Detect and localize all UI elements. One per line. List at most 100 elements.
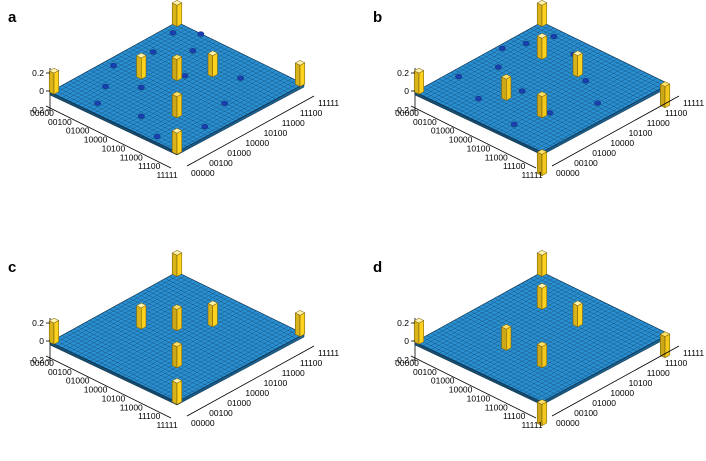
col-tick-label: 11000 — [282, 118, 305, 128]
row-tick-label: 00000 — [30, 108, 54, 118]
col-tick-label: 11111 — [318, 98, 339, 108]
grid-line-row — [430, 83, 558, 146]
grid-line-col — [522, 74, 650, 145]
grid-line-row — [470, 311, 598, 374]
grid-line-col — [113, 52, 241, 124]
grid-line-col — [133, 312, 261, 383]
grid-line-col — [506, 66, 634, 137]
bar — [413, 317, 425, 345]
bar-face-left — [207, 302, 213, 328]
bar-top — [135, 52, 147, 59]
row-tick-label: 00000 — [395, 358, 419, 368]
grid-line-col — [145, 318, 273, 389]
bar-cap — [536, 399, 548, 405]
grid-line-row — [414, 341, 543, 405]
grid-line-row — [109, 309, 237, 372]
bar — [500, 324, 512, 351]
bar-face-right — [176, 93, 183, 119]
row-tick-label: 11111 — [521, 420, 542, 430]
bar-top — [536, 33, 548, 39]
grid-line-col — [502, 314, 630, 385]
bar — [294, 60, 306, 88]
bar-face-right — [541, 93, 548, 119]
bar-top — [572, 300, 584, 306]
grid-line-col — [129, 60, 257, 131]
col-tick-label: 00000 — [556, 168, 580, 178]
col-tick-label: 11100 — [300, 358, 323, 368]
row-tick-label: 11100 — [138, 411, 161, 421]
col-tick-label: 01000 — [227, 398, 251, 408]
grid-line-row — [81, 324, 209, 387]
grid-line-row — [61, 85, 189, 148]
bar-face-right — [176, 2, 183, 27]
noise-bump — [137, 113, 145, 119]
row-tick-label: 10100 — [102, 143, 126, 153]
grid-line-row — [97, 65, 225, 128]
noise-bump — [201, 124, 209, 130]
col-tick-label: 10100 — [264, 378, 288, 388]
grid-line-col — [161, 326, 289, 397]
grid-line-col — [514, 320, 642, 391]
noise-bump — [149, 49, 157, 55]
bar-top — [171, 250, 183, 256]
col-axis-line — [551, 95, 680, 167]
bar-top — [572, 50, 584, 56]
bar-face-right — [176, 380, 183, 405]
col-tick-label: 11111 — [683, 98, 704, 108]
grid-line-row — [466, 63, 594, 126]
bar-face-left — [171, 130, 178, 155]
grid-line-row — [77, 326, 205, 389]
grid-line-col — [172, 331, 301, 403]
grid-line-row — [422, 87, 551, 150]
grid-line-col — [533, 329, 662, 401]
col-axis-line — [186, 345, 315, 417]
bar — [572, 50, 584, 78]
row-tick-label: 00100 — [48, 117, 72, 127]
bar-face-right — [418, 70, 424, 95]
bar-face-right — [418, 320, 424, 345]
grid-line-row — [77, 76, 205, 139]
grid-line-row — [418, 339, 547, 402]
bar — [500, 74, 512, 101]
grid-line-col — [502, 64, 630, 135]
grid-line-row — [450, 72, 578, 135]
grid-line-col — [121, 306, 249, 378]
grid-line-col — [165, 328, 293, 399]
bar — [171, 341, 183, 369]
bar — [536, 250, 548, 277]
bar-face-left — [536, 2, 543, 27]
row-axis-line — [410, 105, 537, 169]
noise-bump — [475, 96, 482, 102]
grid-line-row — [434, 80, 562, 144]
bar — [536, 33, 548, 60]
row-tick-label: 00100 — [48, 367, 72, 377]
bar — [171, 304, 183, 332]
grid-line-col — [506, 316, 634, 387]
noise-bump — [582, 78, 590, 84]
bar-face-right — [176, 306, 183, 332]
grid-line-row — [454, 319, 582, 383]
grid-line-col — [133, 62, 261, 133]
grid-line-col — [537, 81, 666, 153]
bar-face-left — [136, 55, 142, 80]
grid-line-row — [101, 63, 229, 126]
grid-line-col — [530, 78, 658, 149]
bar — [135, 302, 147, 330]
grid-line-row — [65, 333, 193, 396]
bar-cap — [171, 54, 183, 60]
bar-cap — [171, 341, 183, 347]
grid-line-col — [490, 308, 618, 379]
grid-line-col — [510, 318, 638, 389]
z-tick-label: 0.2 — [32, 68, 44, 78]
noise-bump — [455, 73, 463, 80]
grid-line-row — [458, 67, 586, 131]
panel-c: c0.20-0.20000000100010001000010100110001… — [8, 250, 339, 430]
col-tick-label: 11000 — [647, 118, 670, 128]
grid-line-col — [526, 326, 654, 397]
bar-top — [48, 67, 60, 74]
bar-face-right — [299, 312, 306, 338]
noise-bump — [498, 45, 506, 51]
bar-face-left — [536, 285, 543, 310]
row-tick-label: 10000 — [449, 385, 473, 395]
bar-top — [536, 283, 548, 289]
